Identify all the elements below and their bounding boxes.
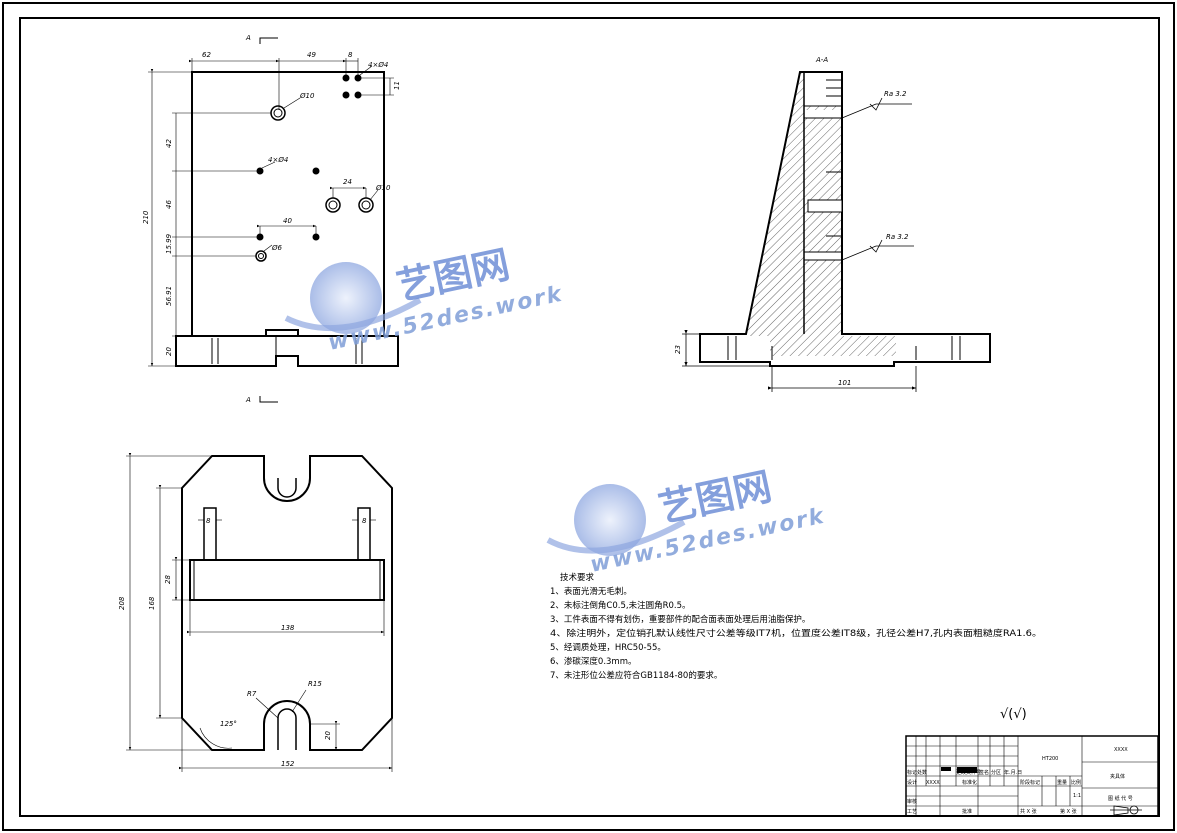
section-view-labels: A-A Ra 3.2 Ra 3.2 23 101 — [674, 56, 909, 387]
dim-42: 42 — [165, 139, 173, 148]
dim-138: 138 — [281, 624, 295, 632]
section-view-title: A-A — [815, 56, 828, 64]
tb-zone: 分区 — [991, 769, 1001, 776]
note-item: 3、工件表面不得有划伤，重要部件的配合面表面处理后用油脂保护。 — [550, 614, 810, 625]
tb-review: 审核 — [907, 798, 917, 805]
title-drawing-no: 图 纸 代 号 — [1108, 795, 1133, 802]
title-part-name: 夹具体 — [1110, 773, 1125, 780]
tb-count: 处数 — [917, 769, 927, 776]
title-block — [905, 735, 1159, 817]
general-roughness-symbol: √(√) — [1000, 707, 1027, 722]
inner-frame — [19, 17, 1160, 817]
dim-phi6: Ø6 — [271, 244, 283, 252]
dim-15-99: 15.99 — [165, 233, 173, 254]
dim-8-left: 8 — [206, 517, 211, 525]
dim-20: 20 — [165, 347, 173, 356]
tb-std: 标准化 — [962, 779, 977, 786]
dim-4xphi4-top: 4×Ø4 — [368, 61, 388, 69]
title-block-text: HT200 XXXX 夹具体 1:1 图 纸 代 号 标记 处数 分区 更改文件… — [907, 747, 1133, 815]
dim-101: 101 — [838, 379, 851, 387]
tb-process: 工艺 — [907, 809, 917, 815]
dim-phi10: Ø10 — [299, 92, 315, 100]
dim-11: 11 — [393, 81, 401, 90]
dim-152: 152 — [281, 760, 295, 768]
tb-designer-name: XXXX — [926, 780, 940, 786]
roughness-ra32-upper: Ra 3.2 — [884, 90, 907, 98]
globe-logo-icon — [310, 262, 382, 334]
top-view-dims: 8 8 28 168 138 R7 R15 125° 20 208 152 — [118, 517, 367, 768]
tb-designer: 设计 — [907, 779, 917, 786]
dim-r15: R15 — [308, 680, 322, 688]
title-material: HT200 — [1042, 756, 1058, 762]
section-view — [682, 71, 991, 392]
dim-46: 46 — [165, 200, 173, 209]
tb-sheets: 共 X 张 — [1020, 808, 1037, 815]
section-label-bottom: A — [245, 396, 251, 404]
dim-49: 49 — [307, 51, 316, 59]
tb-sheet: 第 X 张 — [1060, 808, 1077, 815]
globe-logo-icon — [574, 484, 646, 556]
dim-28: 28 — [164, 575, 172, 584]
note-item: 7、未注形位公差应符合GB1184-80的要求。 — [550, 670, 722, 681]
top-view — [126, 453, 393, 772]
dim-8-right: 8 — [362, 517, 367, 525]
dim-20-slot: 20 — [324, 731, 332, 740]
tb-date: 年.月.日 — [1004, 769, 1022, 776]
dim-4xphi4-mid: 4×Ø4 — [268, 156, 288, 164]
note-item: 6、渗碳深度0.3mm。 — [550, 656, 637, 667]
dim-208: 208 — [118, 596, 126, 610]
dim-62: 62 — [202, 51, 211, 59]
watermark-upper: 艺图网 www.52des.work — [284, 242, 566, 356]
note-item: 1、表面光滑无毛刺。 — [550, 586, 632, 597]
technical-requirements: 技术要求 1、表面光滑无毛刺。 2、未标注倒角C0.5,未注圆角R0.5。 3、… — [550, 572, 1042, 681]
dim-24: 24 — [343, 178, 352, 186]
dim-168: 168 — [148, 596, 156, 610]
dim-56-91: 56.91 — [165, 286, 173, 306]
title-company: XXXX — [1114, 747, 1128, 753]
tb-weight: 重量 — [1057, 779, 1067, 786]
note-item: 5、经调质处理，HRC50-55。 — [550, 642, 666, 653]
tb-sign: 签名 — [979, 769, 989, 776]
note-item: 2、未标注倒角C0.5,未注圆角R0.5。 — [550, 600, 691, 611]
note-item: 4、除注明外，定位销孔默认线性尺寸公差等级IT7机，位置度公差IT8级，孔径公差… — [550, 628, 1042, 639]
dim-phi10-right: Ø10 — [375, 184, 391, 192]
watermark-lower: 艺图网 www.52des.work — [546, 464, 828, 578]
roughness-ra32-lower: Ra 3.2 — [886, 233, 909, 241]
notes-title: 技术要求 — [560, 572, 595, 583]
title-scale: 1:1 — [1073, 793, 1081, 799]
dim-210: 210 — [142, 210, 150, 224]
tb-mark: 标记 — [907, 769, 917, 776]
front-view — [148, 37, 399, 403]
section-label-top: A — [245, 34, 251, 42]
dim-23: 23 — [674, 345, 682, 354]
dim-40: 40 — [283, 217, 292, 225]
tb-ratio: 比例 — [1071, 779, 1081, 786]
dim-r7: R7 — [247, 690, 257, 698]
dim-125deg: 125° — [220, 720, 237, 728]
tb-change: 更改文件号 — [956, 769, 981, 776]
front-view-dims: 62 49 8 4×Ø4 11 Ø10 42 4×Ø4 24 Ø10 46 40… — [142, 34, 401, 404]
tb-stage: 阶段标记 — [1020, 779, 1040, 786]
tb-approve: 批准 — [962, 808, 972, 815]
dim-8: 8 — [348, 51, 353, 59]
